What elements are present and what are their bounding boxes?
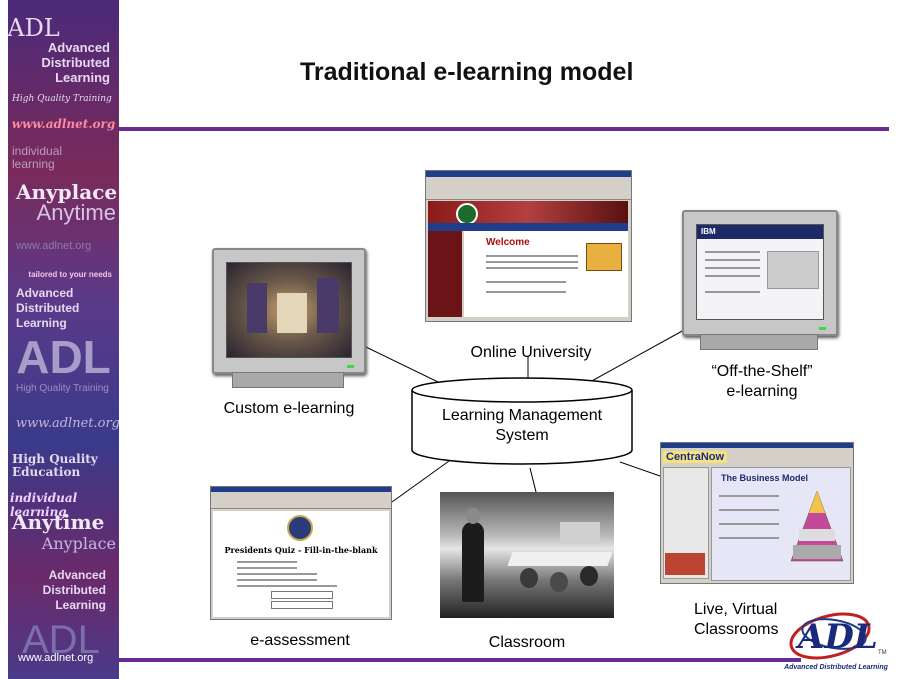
sidebar-text: High Quality Training	[16, 383, 109, 394]
business-model-title: The Business Model	[721, 473, 809, 483]
monitor-stand	[700, 334, 818, 350]
sidebar-text: High Quality Training	[12, 94, 112, 104]
sidebar-text: individual learning	[12, 144, 63, 171]
off-the-shelf-line1: “Off-the-Shelf”	[711, 363, 813, 380]
live-virtual-line2: Classrooms	[694, 621, 779, 638]
sidebar-text: Anytime	[36, 200, 116, 225]
sidebar-url: www.adlnet.org	[16, 416, 119, 431]
sidebar-text: Advanced	[16, 286, 74, 300]
top-divider	[119, 127, 889, 131]
sidebar-text: Distributed	[16, 301, 80, 315]
footer-url: www.adlnet.org	[18, 652, 94, 664]
sidebar-text: Distributed	[41, 55, 110, 70]
online-university-label: Online University	[470, 344, 592, 361]
live-virtual-label: Live, Virtual Classrooms	[694, 600, 804, 640]
monitor-stand	[232, 372, 344, 388]
ibm-logo: IBM	[701, 227, 716, 236]
centra-logo: CentraNow	[663, 451, 728, 463]
page-title: Traditional e-learning model	[300, 58, 634, 86]
sidebar-text: Anytime	[12, 510, 105, 534]
off-the-shelf-line2: e-learning	[726, 383, 798, 400]
lms-line2: System	[495, 427, 549, 444]
custom-elearning-label: Custom e-learning	[223, 400, 355, 417]
sidebar-text: Learning	[16, 316, 67, 330]
sidebar-text: individual learning	[10, 491, 78, 519]
classroom-photo	[440, 492, 614, 618]
sidebar-text: Education	[12, 465, 81, 479]
sidebar-text: Learning	[55, 598, 106, 612]
quiz-title: Presidents Quiz - Fill-in-the-blank	[224, 545, 378, 555]
online-university-screenshot: Welcome	[425, 170, 632, 322]
e-assessment-screenshot: Presidents Quiz - Fill-in-the-blank	[210, 486, 392, 620]
sidebar-adl-bottom: ADL	[22, 618, 100, 662]
sidebar-text: tailored to your needs	[28, 270, 112, 279]
lms-line1: Learning Management	[441, 407, 603, 424]
pyramid-graphic	[790, 490, 844, 562]
sidebar-text: Distributed	[42, 583, 106, 597]
sidebar-text: Anyplace	[16, 180, 118, 204]
sidebar-adl-big: ADL	[16, 331, 111, 383]
lms-label: Learning Management System	[412, 406, 632, 446]
sidebar-url: www.adlnet.org	[11, 117, 116, 131]
sidebar-text: Anyplace	[41, 534, 116, 553]
welcome-heading: Welcome	[486, 237, 530, 248]
svg-text:ADL: ADL	[795, 617, 878, 657]
adl-logo: ADL TM Advanced Distributed Learning	[782, 610, 892, 676]
logo-subtitle: Advanced Distributed Learning	[784, 664, 888, 671]
live-virtual-line1: Live, Virtual	[694, 601, 778, 618]
sidebar-adl-top: ADL	[8, 14, 60, 42]
custom-elearning-monitor	[212, 248, 366, 374]
sidebar-banner: ADL Advanced Distributed Learning High Q…	[8, 0, 119, 679]
logo-trademark: TM	[878, 650, 887, 656]
virtual-classroom-screenshot: CentraNow The Business Model	[660, 442, 854, 584]
sidebar-text: Advanced	[47, 40, 110, 55]
off-the-shelf-label: “Off-the-Shelf” e-learning	[672, 362, 852, 402]
e-assessment-label: e-assessment	[250, 632, 350, 649]
sidebar-url: www.adlnet.org	[16, 240, 92, 252]
lms-cylinder	[411, 377, 633, 465]
sidebar-text: High Quality	[12, 452, 98, 466]
sidebar-text: Advanced	[48, 568, 106, 582]
sidebar-text: Learning	[55, 70, 110, 85]
classroom-label: Classroom	[488, 634, 566, 651]
off-the-shelf-monitor: IBM	[682, 210, 838, 336]
bottom-divider	[119, 658, 801, 662]
adl-logo-mark: ADL	[789, 612, 878, 660]
